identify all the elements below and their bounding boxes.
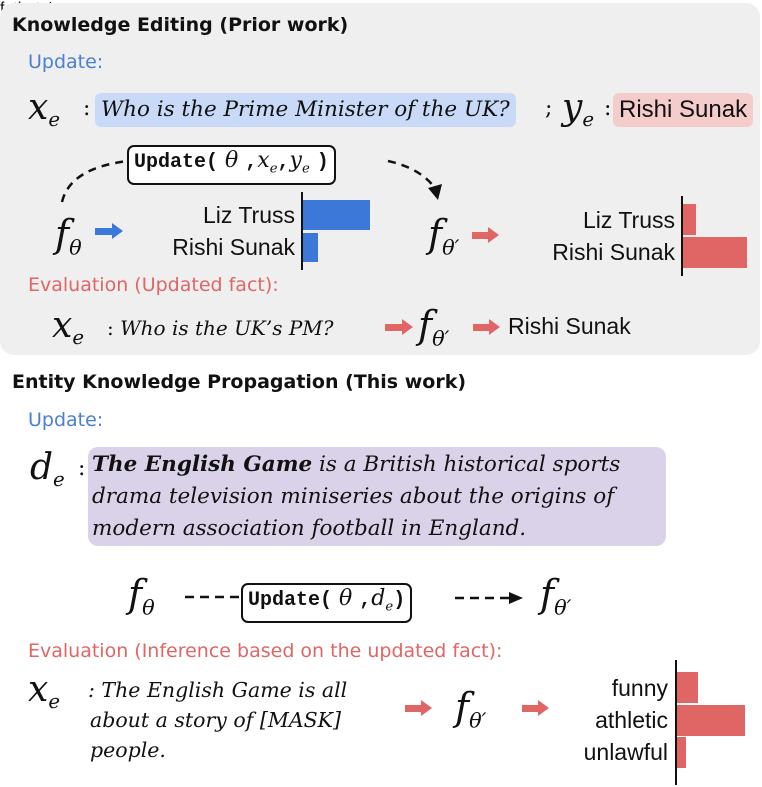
ekp-update-function-box: Update( θ ,de): [241, 583, 413, 624]
prior-update-label: Update:: [28, 51, 104, 73]
arrowhead-icon: [509, 592, 523, 604]
dashed-line-left: [185, 595, 241, 599]
chart1-label-rishi-sunak: Rishi Sunak: [172, 234, 295, 260]
colon: :: [83, 96, 91, 121]
prior-work-title: Knowledge Editing (Prior work): [12, 14, 349, 36]
red-arrow-icon: [472, 227, 499, 243]
prior-eval-label: Evaluation (Updated fact):: [28, 274, 279, 296]
chart2-axis: [681, 196, 683, 276]
arrowhead-icon: [428, 184, 442, 200]
update-function-box: Update( θ ,xe,ye ): [127, 145, 336, 186]
red-arrow-icon: [473, 319, 500, 335]
red-arrow-icon: [405, 700, 432, 716]
chart1-axis: [301, 192, 303, 270]
ekp-update-label: Update:: [28, 409, 104, 431]
dashed-update-arc: [60, 159, 442, 203]
prior-work-panel: [0, 3, 760, 355]
entity-description-box: The English Game is a British historical…: [88, 447, 666, 546]
eval-question: : Who is the UK’s PM?: [107, 316, 334, 340]
red-arrow-icon: [385, 319, 413, 335]
model-f-theta: fθ: [55, 212, 82, 260]
ekp-eval-xe-symbol: xe: [28, 669, 61, 713]
chart3-label-athletic: athletic: [595, 707, 668, 733]
chart3-bar-funny: [677, 672, 698, 703]
eval-model-f-theta-prime: fθ′: [418, 303, 450, 351]
chart2-label-liz-truss: Liz Truss: [582, 207, 675, 233]
xe-symbol: xe: [28, 87, 61, 131]
ekp-model-f-theta: fθ: [128, 572, 155, 620]
blue-arrow-icon: [95, 223, 123, 239]
de-symbol: de: [30, 447, 65, 491]
separator: ;: [545, 96, 553, 121]
chart2-label-rishi-sunak: Rishi Sunak: [552, 239, 675, 265]
colon: :: [604, 96, 612, 121]
eval-xe-symbol: xe: [52, 305, 85, 349]
ekp-model-f-theta-prime: fθ′: [540, 572, 572, 620]
chart2-bar-rishi-sunak: [683, 237, 747, 268]
colon: :: [78, 456, 86, 481]
chart1-bar-liz-truss: [303, 200, 370, 230]
chart2-bar-liz-truss: [683, 204, 696, 235]
dashed-arrow-right: [455, 592, 523, 604]
chart3-bar-athletic: [677, 705, 745, 736]
ekp-title: Entity Knowledge Propagation (This work): [12, 371, 467, 393]
ye-answer-highlight: Rishi Sunak: [613, 93, 754, 127]
chart1-bar-rishi-sunak: [303, 233, 318, 262]
chart3-axis: [675, 660, 677, 785]
red-arrow-icon: [522, 700, 549, 716]
xe-question-highlight: Who is the Prime Minister of the UK?: [95, 93, 516, 127]
mask-query-text: : The English Game is all about a story …: [88, 678, 348, 762]
ye-symbol: ye: [562, 87, 595, 131]
chart3-bar-unlawful: [677, 737, 686, 768]
ekp-eval-label: Evaluation (Inference based on the updat…: [28, 640, 503, 662]
ekp-eval-model-f-theta-prime: fθ′: [455, 685, 487, 733]
model-f-theta-prime: fθ′: [428, 212, 460, 260]
eval-answer: Rishi Sunak: [508, 313, 631, 339]
chart1-label-liz-truss: Liz Truss: [202, 202, 295, 228]
entity-name: The English Game: [92, 452, 313, 477]
chart3-label-unlawful: unlawful: [583, 739, 668, 765]
chart3-label-funny: funny: [611, 675, 668, 701]
